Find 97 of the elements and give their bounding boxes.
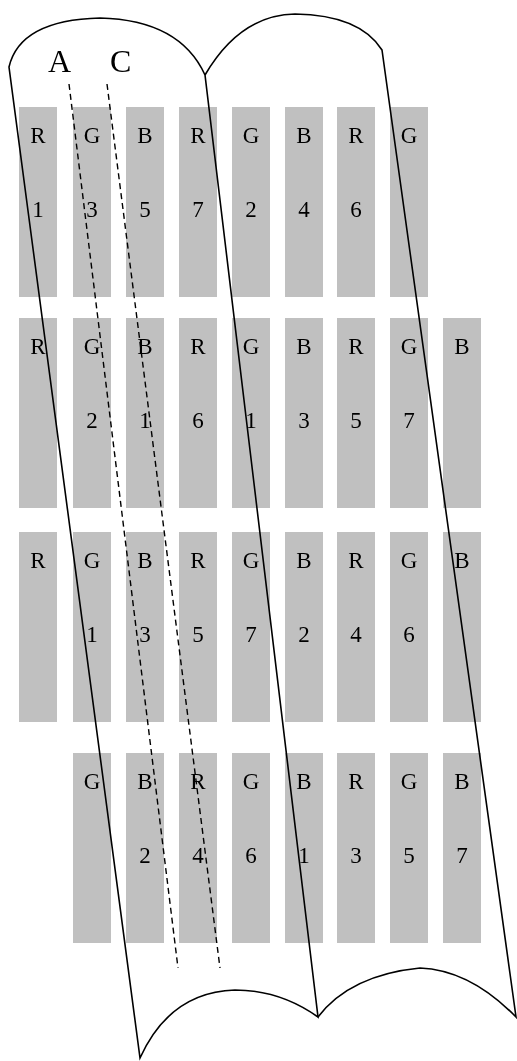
view-number: 6 [349, 197, 363, 223]
view-number: 3 [349, 843, 363, 869]
color-letter: G [399, 548, 419, 574]
color-letter: R [347, 769, 365, 795]
view-number: 3 [138, 622, 152, 648]
color-letter: R [347, 548, 365, 574]
color-letter: B [136, 769, 154, 795]
view-number: 7 [191, 197, 205, 223]
pixel-column [390, 753, 428, 943]
view-number: 4 [297, 197, 311, 223]
color-letter: G [82, 123, 102, 149]
view-number: 6 [402, 622, 416, 648]
pixel-column [232, 107, 270, 297]
color-letter: R [189, 123, 207, 149]
pixel-column [285, 753, 323, 943]
color-letter: G [82, 334, 102, 360]
pixel-column [73, 753, 111, 943]
view-number: 5 [191, 622, 205, 648]
pixel-column [443, 318, 481, 508]
view-label: C [110, 44, 132, 78]
pixel-column [19, 318, 57, 508]
color-letter: R [189, 548, 207, 574]
pixel-column [337, 532, 375, 722]
view-number: 1 [138, 408, 152, 434]
color-letter: G [399, 334, 419, 360]
view-number: 3 [297, 408, 311, 434]
color-letter: G [82, 548, 102, 574]
view-number: 6 [244, 843, 258, 869]
color-letter: R [29, 334, 47, 360]
view-number: 3 [85, 197, 99, 223]
pixel-column [337, 753, 375, 943]
pixel-column [232, 532, 270, 722]
color-letter: G [241, 334, 261, 360]
view-number: 2 [244, 197, 258, 223]
pixel-column [179, 107, 217, 297]
color-letter: G [82, 769, 102, 795]
pixel-column [179, 753, 217, 943]
color-letter: B [295, 334, 313, 360]
view-label: A [48, 44, 72, 78]
pixel-column [126, 318, 164, 508]
color-letter: R [29, 123, 47, 149]
pixel-column [19, 107, 57, 297]
pixel-column [126, 107, 164, 297]
pixel-column [73, 107, 111, 297]
color-letter: R [347, 334, 365, 360]
view-number: 1 [85, 622, 99, 648]
color-letter: G [399, 123, 419, 149]
color-letter: R [189, 334, 207, 360]
color-letter: B [453, 548, 471, 574]
color-letter: R [347, 123, 365, 149]
view-number: 2 [297, 622, 311, 648]
pixel-column [285, 318, 323, 508]
pixel-column [337, 107, 375, 297]
pixel-column [285, 107, 323, 297]
pixel-column [390, 107, 428, 297]
color-letter: R [29, 548, 47, 574]
view-number: 2 [85, 408, 99, 434]
view-number: 7 [244, 622, 258, 648]
view-number: 7 [455, 843, 469, 869]
color-letter: B [453, 334, 471, 360]
pixel-column [73, 532, 111, 722]
color-letter: B [136, 123, 154, 149]
view-number: 2 [138, 843, 152, 869]
pixel-column [179, 318, 217, 508]
color-letter: G [241, 769, 261, 795]
color-letter: B [295, 123, 313, 149]
pixel-column [285, 532, 323, 722]
view-number: 1 [31, 197, 45, 223]
pixel-column [19, 532, 57, 722]
color-letter: B [295, 548, 313, 574]
view-number: 4 [191, 843, 205, 869]
pixel-column [126, 532, 164, 722]
pixel-column [73, 318, 111, 508]
pixel-column [337, 318, 375, 508]
view-number: 1 [297, 843, 311, 869]
view-number: 7 [402, 408, 416, 434]
color-letter: G [241, 123, 261, 149]
pixel-column [232, 318, 270, 508]
view-number: 1 [244, 408, 258, 434]
pixel-column [390, 532, 428, 722]
pixel-column [390, 318, 428, 508]
color-letter: B [453, 769, 471, 795]
view-number: 5 [138, 197, 152, 223]
color-letter: B [136, 548, 154, 574]
view-number: 6 [191, 408, 205, 434]
pixel-column [443, 532, 481, 722]
color-letter: G [399, 769, 419, 795]
view-number: 5 [349, 408, 363, 434]
color-letter: B [295, 769, 313, 795]
view-number: 5 [402, 843, 416, 869]
pixel-column [126, 753, 164, 943]
view-number: 4 [349, 622, 363, 648]
color-letter: G [241, 548, 261, 574]
pixel-column [232, 753, 270, 943]
color-letter: R [189, 769, 207, 795]
pixel-column [179, 532, 217, 722]
pixel-column [443, 753, 481, 943]
